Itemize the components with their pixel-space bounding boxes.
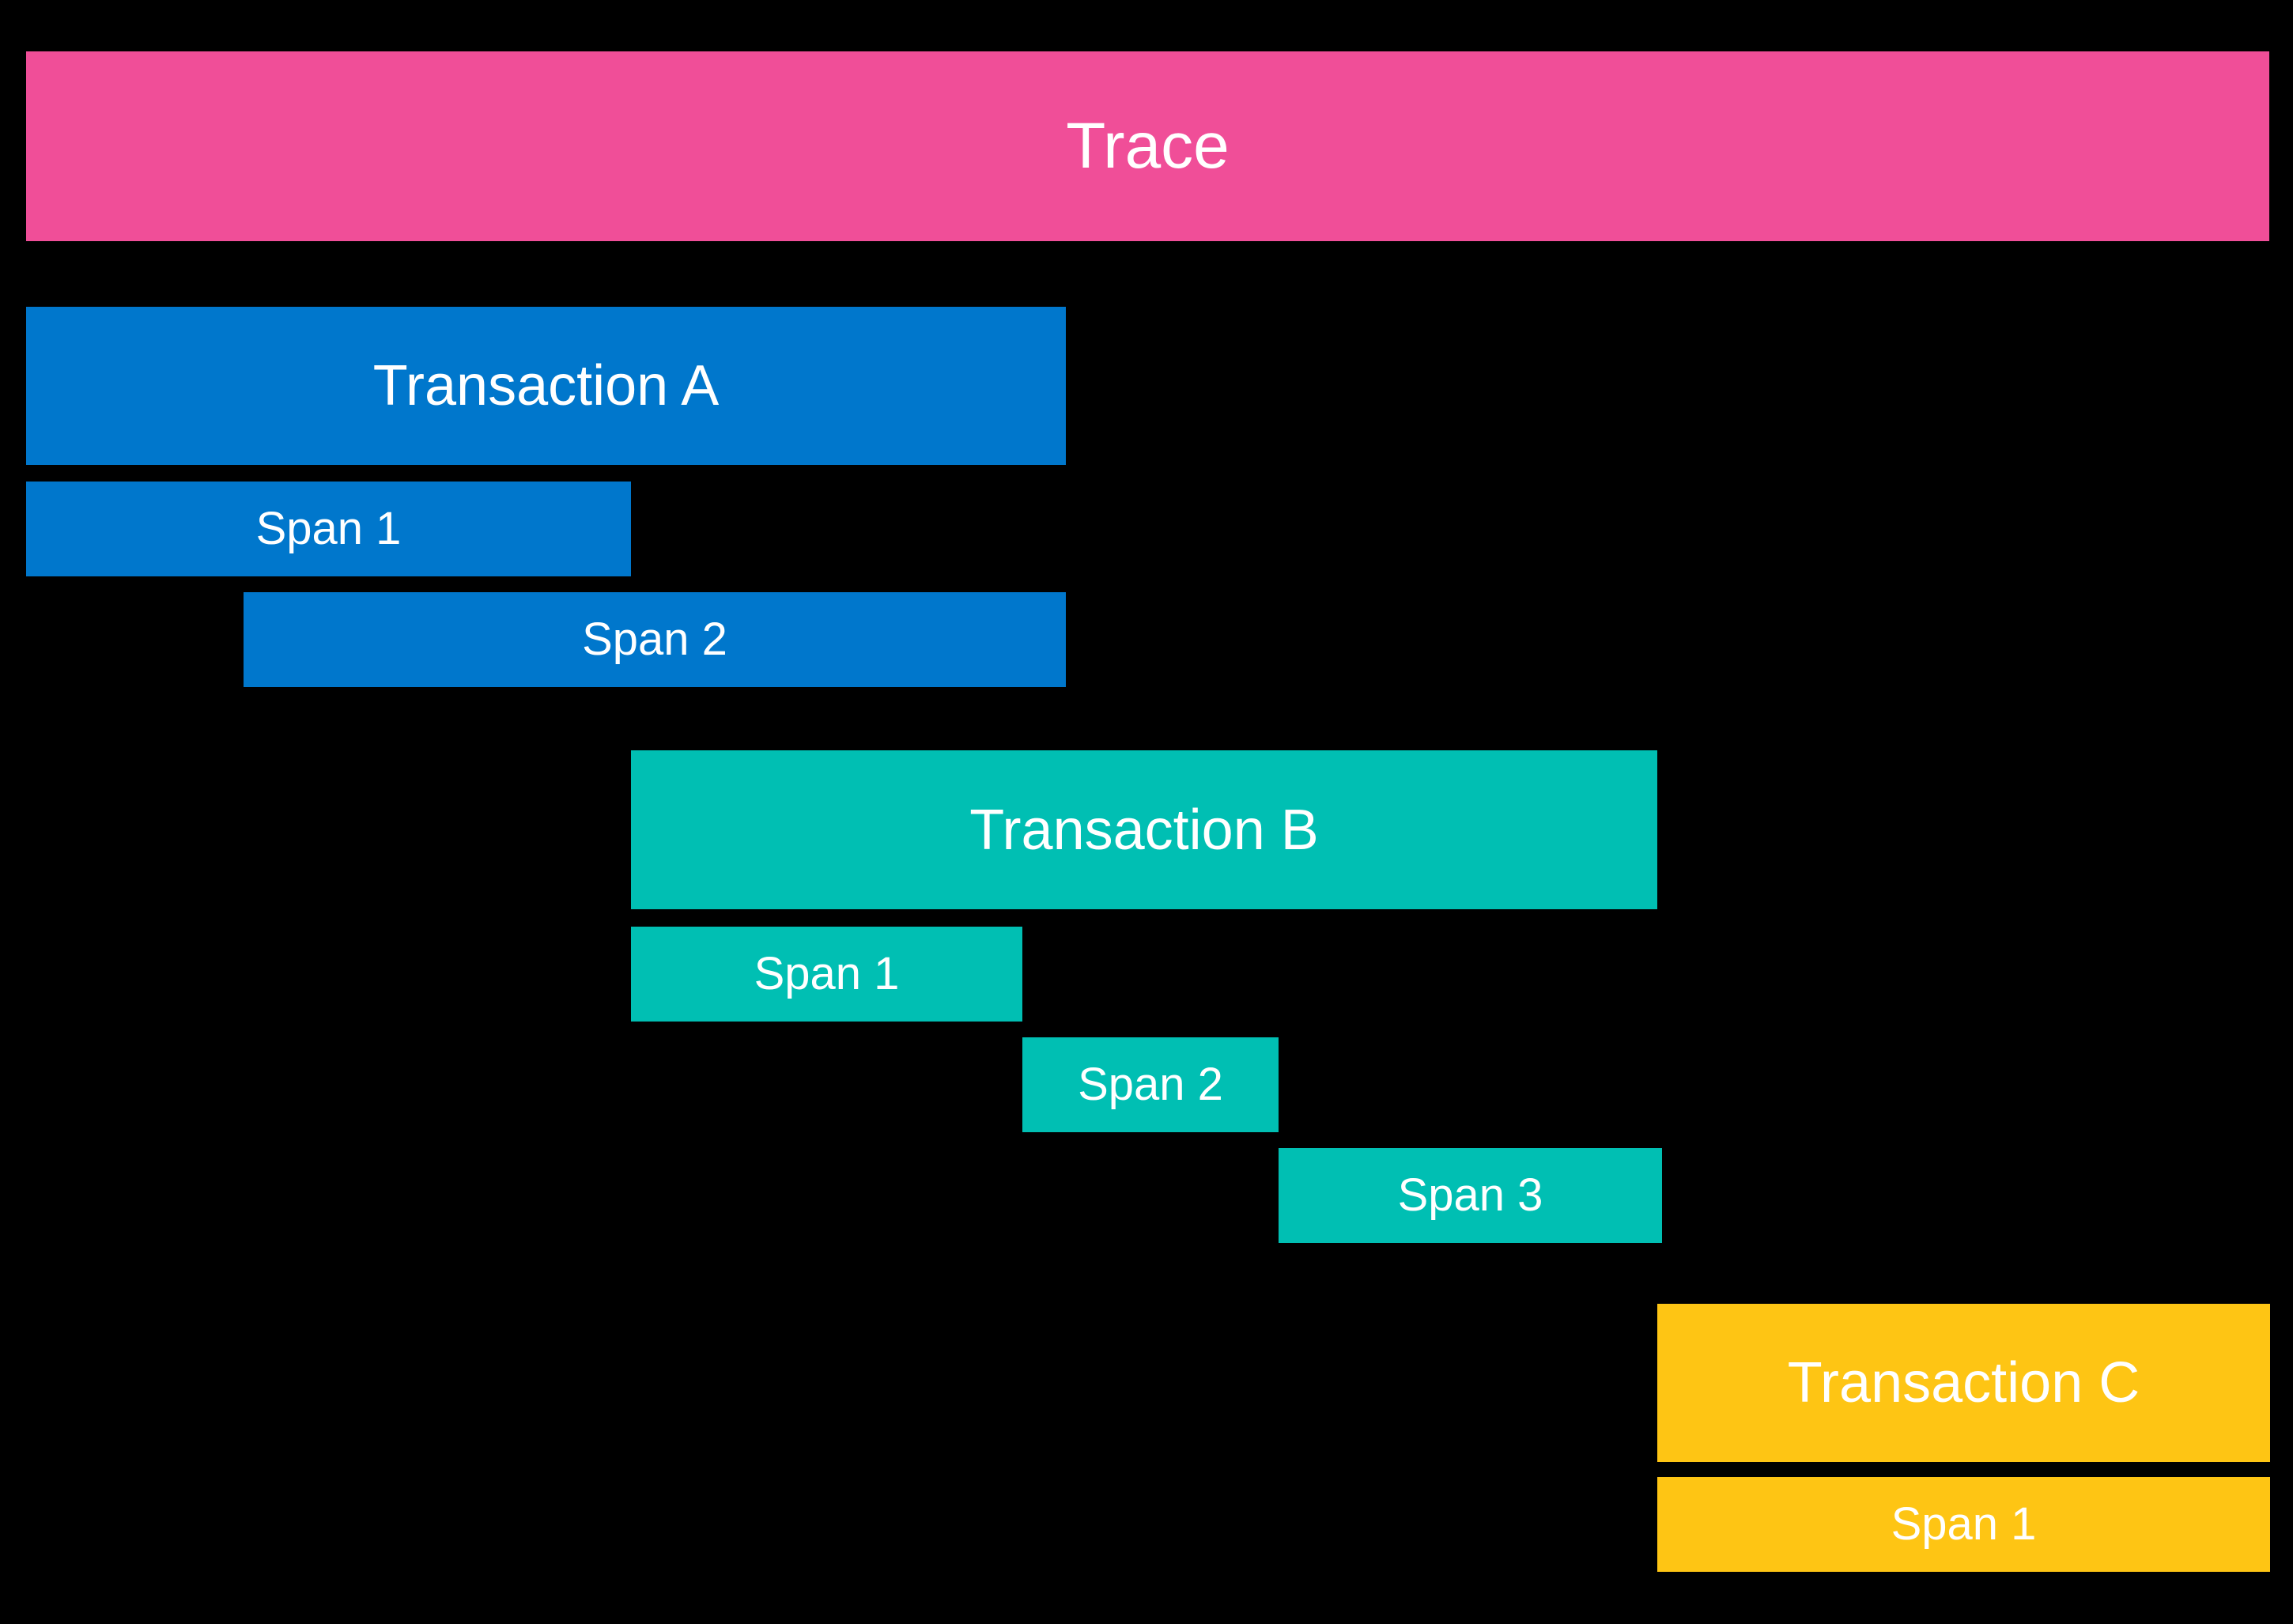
bar-label-transaction-b-span-3: Span 3 [1397,1169,1543,1221]
bar-transaction-a-span-1[interactable]: Span 1 [26,482,631,576]
bar-label-transaction-b-span-2: Span 2 [1078,1059,1223,1110]
bar-transaction-a[interactable]: Transaction A [26,307,1066,465]
bar-label-transaction-a: Transaction A [372,354,720,417]
bar-label-transaction-a-span-2: Span 2 [582,614,727,665]
bar-transaction-c-span-1[interactable]: Span 1 [1657,1477,2270,1572]
bar-label-transaction-c: Transaction C [1787,1351,2140,1414]
bar-transaction-a-span-2[interactable]: Span 2 [244,592,1066,687]
bar-label-trace: Trace [1066,110,1230,182]
bar-transaction-b-span-2[interactable]: Span 2 [1022,1037,1279,1132]
bar-trace[interactable]: Trace [26,51,2269,241]
bar-label-transaction-b: Transaction B [969,798,1319,862]
bar-transaction-b-span-1[interactable]: Span 1 [631,927,1022,1022]
bar-transaction-b-span-3[interactable]: Span 3 [1279,1148,1662,1243]
bar-transaction-c[interactable]: Transaction C [1657,1304,2270,1462]
bar-label-transaction-c-span-1: Span 1 [1891,1498,2037,1550]
bar-label-transaction-b-span-1: Span 1 [754,948,900,999]
bar-transaction-b[interactable]: Transaction B [631,750,1657,909]
bar-label-transaction-a-span-1: Span 1 [255,503,402,554]
